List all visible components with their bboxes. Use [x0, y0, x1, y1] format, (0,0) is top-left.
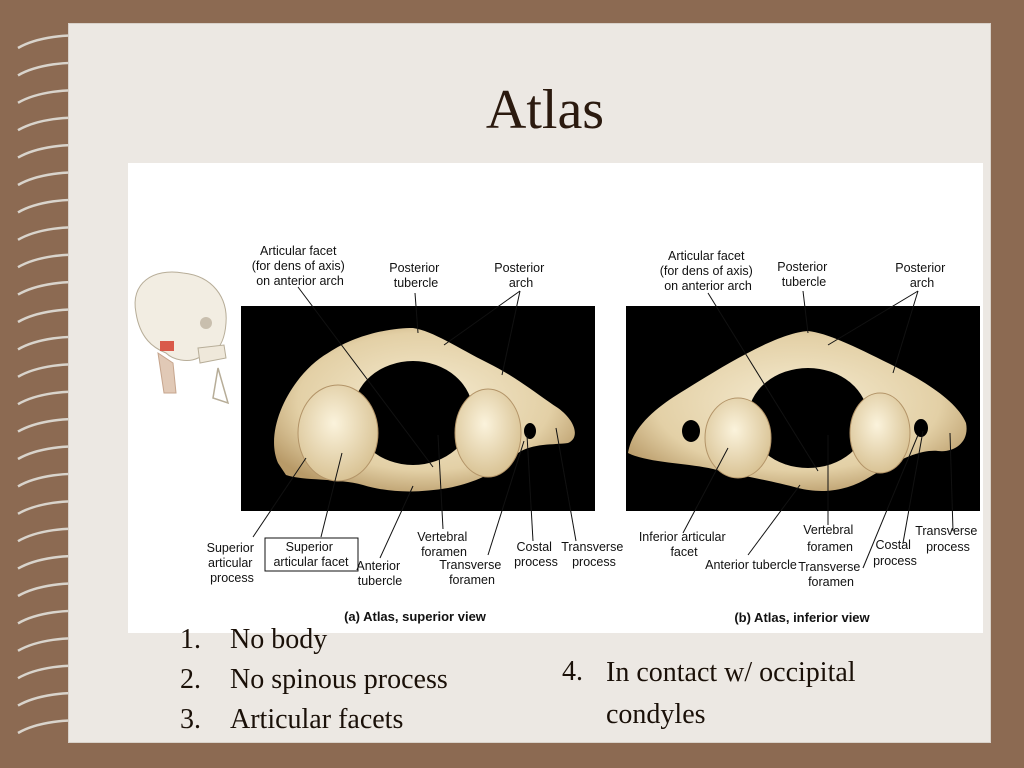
label-vertebral-foramen: Vertebral foramen [417, 530, 471, 559]
caption-superior-view: (a) Atlas, superior view [344, 609, 487, 624]
label-posterior-tubercle: Posterior tubercle [389, 261, 443, 290]
skull-icon [134, 271, 230, 405]
label-costal-process-inferior: Costal process [873, 538, 917, 568]
label-inferior-articular-facet: Inferior articular facet [639, 530, 729, 559]
slide-title: Atlas [485, 79, 605, 141]
atlas-figure: Articular facet (for dens of axis) on an… [128, 163, 983, 633]
label-transverse-foramen-inferior: Transverse foramen [798, 560, 864, 589]
list-item: 1.No body [180, 624, 328, 655]
caption-inferior-view: (b) Atlas, inferior view [734, 610, 870, 625]
label-posterior-tubercle-inferior: Posterior tubercle [777, 260, 831, 289]
label-anterior-tubercle: Anterior tubercle [356, 559, 403, 588]
label-articular-facet-dens-inferior: Articular facet (for dens of axis) on an… [660, 249, 757, 293]
feature-list-left: 1.No body 2.No spinous process 3.Articul… [180, 620, 448, 740]
feature-list-right: 4.In contact w/ occipital condyles [562, 652, 936, 736]
label-articular-facet-dens: Articular facet (for dens of axis) on an… [252, 244, 349, 288]
list-item: 2.No spinous process [180, 664, 448, 695]
label-superior-articular-process: Superior articular process [207, 541, 258, 585]
inferior-view-panel [626, 306, 980, 511]
label-anterior-tubercle-inferior: Anterior tubercle [705, 558, 797, 572]
list-item: 3.Articular facets [180, 704, 404, 735]
label-vertebral-foramen-inferior: Vertebral foramen [803, 523, 857, 554]
inferior-leader-lines [682, 290, 954, 569]
superior-view-panel [241, 306, 595, 511]
label-posterior-arch-inferior: Posterior arch [895, 261, 949, 290]
label-superior-articular-facet: Superior articular facet [273, 540, 349, 569]
label-transverse-process-inferior: Transverse process [915, 524, 981, 554]
list-item: 4.In contact w/ occipital condyles [562, 656, 856, 730]
label-transverse-process: Transverse process [561, 540, 627, 569]
superior-articular-facet-box [264, 537, 359, 572]
label-costal-process: Costal process [514, 540, 558, 569]
superior-leader-lines [252, 286, 577, 559]
atlas-diagram: Articular facet (for dens of axis) on an… [134, 244, 981, 625]
label-transverse-foramen: Transverse foramen [439, 558, 505, 587]
label-posterior-arch: Posterior arch [494, 261, 548, 290]
